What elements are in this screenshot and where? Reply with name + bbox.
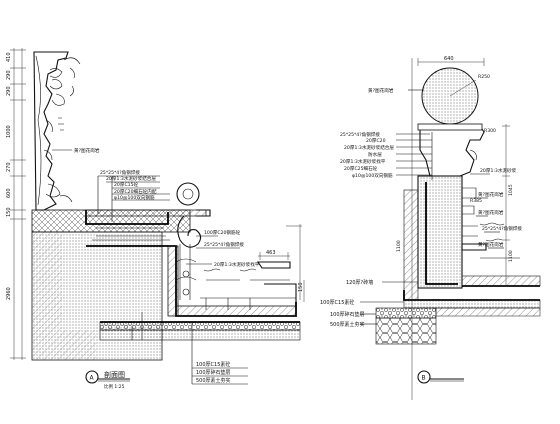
rc-mortar-bond: 20厚1:3水泥砂浆结合层 bbox=[344, 144, 394, 151]
dim-1100-right: 1100 bbox=[508, 250, 514, 262]
callout-c15: 20厚C15砼 bbox=[114, 181, 138, 188]
rc-angle-steel-right: 25*25*4?角钢焊接 bbox=[482, 225, 522, 232]
pool-concrete-slab bbox=[85, 209, 297, 317]
pool-water-lines bbox=[200, 261, 297, 310]
rb-gravel: 100厚碎石垫层 bbox=[330, 311, 365, 318]
rc-granite-ball: 黄?图花岗岩 bbox=[368, 87, 394, 94]
bottom-gravel: 100厚碎石垫层 bbox=[196, 369, 231, 376]
rc-mortar-right: 20厚1:3水泥砂浆 bbox=[480, 167, 517, 174]
left-vertical-dimension-chain: 410 290 290 1000 270 600 150 2960 bbox=[6, 48, 26, 360]
right-callouts: 黄?图花岗岩 25*25*4?角钢焊接 20厚C20 20厚1:3水泥砂浆结合层… bbox=[340, 87, 522, 286]
rc-mortar-level: 20厚1:3水泥砂浆找平 bbox=[340, 158, 386, 165]
ornamental-cornice bbox=[33, 51, 81, 211]
dim-600: 600 bbox=[6, 188, 12, 198]
left-section-detail: 410 290 290 1000 270 600 150 2960 bbox=[6, 48, 305, 390]
scroll-volute bbox=[175, 182, 202, 300]
rc-c25: 20厚C25细石砼 bbox=[344, 165, 378, 172]
dim-270: 270 bbox=[6, 162, 12, 172]
dim-1100-left: 1100 bbox=[396, 240, 402, 252]
left-callouts: 黄?图花岗岩 25*25*4?角钢焊接 20厚1:3水泥砂浆结合层 20厚C15… bbox=[52, 147, 260, 340]
dim-640: 640 bbox=[444, 56, 454, 62]
callout-c20-rc: 100厚C20钢筋砼 bbox=[204, 229, 241, 236]
section-marker-a: A bbox=[90, 375, 95, 382]
dim-410: 410 bbox=[6, 52, 12, 62]
dim-2960: 2960 bbox=[6, 287, 12, 300]
dim-290-b: 290 bbox=[6, 86, 12, 96]
rc-granite-mid: 黄?图花岗岩 bbox=[478, 191, 504, 198]
rb-c15: 100厚C15素砼 bbox=[320, 299, 354, 306]
right-foundation bbox=[375, 290, 541, 345]
rc-granite-base: 黄?图花岗岩 bbox=[478, 241, 504, 248]
dim-290-a: 290 bbox=[6, 70, 12, 80]
section-scale-a: 比例 1:25 bbox=[104, 383, 125, 390]
left-bottom-callouts: 100厚C15素砼 100厚碎石垫层 500厚素土夯实 bbox=[191, 322, 248, 385]
rc-c20: 20厚C20 bbox=[366, 138, 386, 144]
dim-463: 463 bbox=[266, 250, 276, 256]
dim-r300: R300 bbox=[484, 128, 496, 134]
right-section-detail: 640 R250 R300 R385 bbox=[320, 56, 541, 400]
callout-angle-steel-2: 25*25*4?角钢焊接 bbox=[204, 241, 244, 248]
callout-granite-top: 黄?图花岗岩 bbox=[74, 147, 100, 154]
left-small-dims: 463 150 bbox=[258, 224, 305, 302]
rc-rebar: φ10@100双向钢筋 bbox=[352, 172, 393, 179]
right-bottom-callouts: 100厚C15素砼 100厚碎石垫层 500厚素土夯实 bbox=[320, 299, 404, 328]
foundation-layers bbox=[99, 321, 301, 341]
callout-mortar-bond: 20厚1:3水泥砂浆结合层 bbox=[106, 175, 156, 182]
section-marker-b: B bbox=[422, 375, 426, 382]
bottom-soil: 500厚素土夯实 bbox=[196, 377, 231, 384]
dim-r250: R250 bbox=[478, 74, 490, 80]
section-label-b: B bbox=[417, 370, 464, 384]
dim-150-small: 150 bbox=[298, 282, 304, 292]
rc-waterproof: 防水层 bbox=[368, 151, 382, 158]
section-label-a: A 剖面图 比例 1:25 bbox=[85, 370, 130, 390]
dim-150: 150 bbox=[6, 207, 12, 217]
dim-1045: 1045 bbox=[508, 184, 514, 196]
callout-c20-fine: 20厚C20细石砼内配 bbox=[114, 188, 157, 195]
rc-angle-steel: 25*25*4?角钢焊接 bbox=[340, 131, 380, 138]
callout-rebar: φ10@100双向钢筋 bbox=[114, 194, 155, 201]
right-vertical-dims: 1045 1100 1100 bbox=[396, 124, 514, 286]
dim-1000: 1000 bbox=[6, 125, 12, 138]
right-pool-water bbox=[461, 222, 541, 287]
rc-brick-wall: 120厚?砖墙 bbox=[346, 279, 373, 286]
rc-granite-lower: 黄?图花岗岩 bbox=[478, 209, 504, 216]
pier-cap: R300 bbox=[417, 123, 496, 177]
bottom-c15: 100厚C15素砼 bbox=[196, 361, 230, 368]
granite-ball: R250 bbox=[421, 67, 490, 125]
dim-r385: R385 bbox=[470, 198, 482, 204]
rb-soil: 500厚素土夯实 bbox=[330, 321, 365, 328]
callout-mortar-level: 20厚1:3水泥砂浆找平 bbox=[214, 261, 260, 268]
section-title-a: 剖面图 bbox=[104, 370, 125, 379]
pier-body: R385 bbox=[403, 175, 487, 301]
callout-angle-steel: 25*25*4?角钢焊接 bbox=[100, 169, 140, 176]
